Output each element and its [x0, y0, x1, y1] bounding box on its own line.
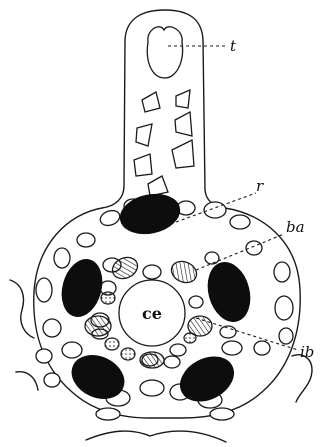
outer-cell — [43, 319, 61, 337]
label-r: r — [256, 177, 264, 195]
label-ib: ib — [300, 343, 314, 361]
dark-cell — [173, 348, 241, 410]
hatched-cell — [140, 352, 164, 368]
outer-cell — [77, 233, 95, 247]
outer-cell — [62, 342, 82, 358]
outer-cell — [222, 341, 242, 355]
outer-cell — [44, 373, 60, 387]
stalk-cell — [136, 124, 152, 146]
outer-cell — [230, 215, 250, 229]
outer-cell — [220, 326, 236, 338]
hatched-cell — [85, 316, 111, 336]
dark-cell — [117, 189, 184, 239]
outer-cell — [275, 296, 293, 320]
inner-cell — [105, 338, 119, 350]
outer-cell — [274, 262, 290, 282]
outer-cell — [205, 252, 219, 264]
stalk-cells — [134, 27, 194, 196]
inner-cell — [189, 296, 203, 308]
stalk-cell — [175, 112, 192, 136]
outer-cell — [254, 341, 270, 355]
outer-cell — [54, 248, 70, 268]
stalk-cell — [176, 90, 190, 108]
outer-cell — [36, 349, 52, 363]
stalk-cell — [134, 154, 152, 176]
dark-cell — [202, 258, 256, 326]
stalk-cell — [142, 92, 160, 112]
label-t: t — [230, 37, 237, 55]
outer-cell — [164, 356, 180, 368]
terminal-cell — [147, 27, 182, 78]
inner-cell — [184, 333, 196, 343]
stalk-cell — [148, 176, 168, 196]
inner-cell — [170, 344, 186, 356]
outer-cell — [279, 328, 293, 344]
outer-cell — [140, 380, 164, 396]
outer-cell — [98, 208, 122, 228]
right-tissue-edge — [292, 355, 312, 402]
inner-cell — [101, 292, 115, 304]
outer-cell — [96, 408, 120, 420]
bottom-tissue-edge — [86, 431, 226, 442]
inner-cell — [121, 348, 135, 360]
label-ba: ba — [286, 218, 305, 236]
stalk-cell — [172, 140, 194, 168]
outer-cell — [210, 408, 234, 420]
hatched-cell — [168, 257, 200, 286]
left-tissue-edge — [10, 280, 34, 338]
left-tissue-edge-lower — [16, 372, 38, 390]
outer-cell — [204, 202, 226, 218]
outer-cell — [36, 278, 52, 302]
inner-cell — [143, 265, 161, 279]
label-ce: ce — [142, 304, 162, 323]
